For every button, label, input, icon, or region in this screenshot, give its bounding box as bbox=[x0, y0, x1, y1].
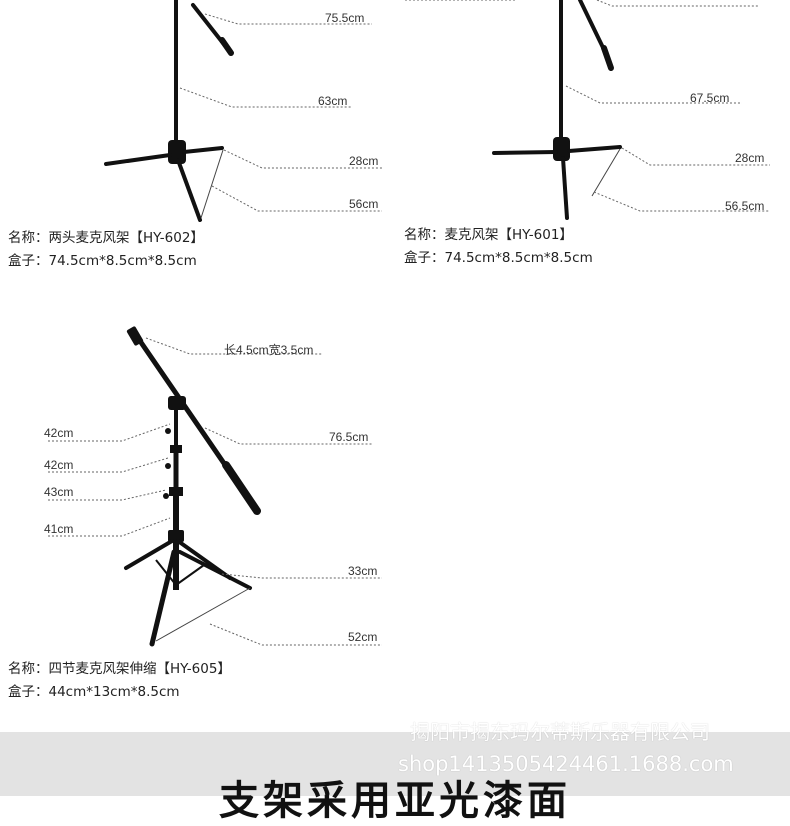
box-size: 盒子：74.5cm*8.5cm*8.5cm bbox=[404, 250, 593, 266]
dimension-label: 75.5cm bbox=[325, 11, 365, 25]
dimension-label: 28cm bbox=[735, 151, 765, 165]
dimension-label: 67.5cm bbox=[690, 91, 730, 105]
hy605-stand-illustration bbox=[48, 326, 382, 647]
dimension-label: 33cm bbox=[348, 564, 378, 578]
section-divider-band bbox=[0, 732, 790, 796]
product-name: 名称：四节麦克风架伸缩【HY-605】 bbox=[8, 661, 231, 677]
box-size: 盒子：74.5cm*8.5cm*8.5cm bbox=[8, 253, 197, 269]
dimension-label: 28cm bbox=[349, 154, 379, 168]
dimension-label: 56.5cm bbox=[725, 199, 765, 213]
dimension-label: 长4.5cm宽3.5cm bbox=[224, 343, 314, 357]
product-name: 名称：麦克风架【HY-601】 bbox=[404, 227, 573, 243]
dimension-label: 41cm bbox=[44, 522, 74, 536]
dimension-label: 42cm bbox=[44, 426, 74, 440]
dimension-label: 56cm bbox=[349, 197, 379, 211]
hy601-stand-illustration bbox=[405, 0, 770, 220]
dimension-label: 63cm bbox=[318, 94, 348, 108]
box-size: 盒子：44cm*13cm*8.5cm bbox=[8, 684, 180, 700]
section-heading: 支架采用亚光漆面 bbox=[219, 778, 571, 824]
dimension-label: 43cm bbox=[44, 485, 74, 499]
product-name: 名称：两头麦克风架【HY-602】 bbox=[8, 230, 204, 246]
dimension-label: 42cm bbox=[44, 458, 74, 472]
dimension-label: 52cm bbox=[348, 630, 378, 644]
dimension-label: 76.5cm bbox=[329, 430, 369, 444]
hy602-stand-illustration bbox=[104, 0, 382, 222]
company-watermark: 揭阳市揭东玛尔蒂斯乐器有限公司 bbox=[410, 720, 710, 744]
shop-url-watermark: shop1413505424461.1688.com bbox=[398, 752, 734, 776]
